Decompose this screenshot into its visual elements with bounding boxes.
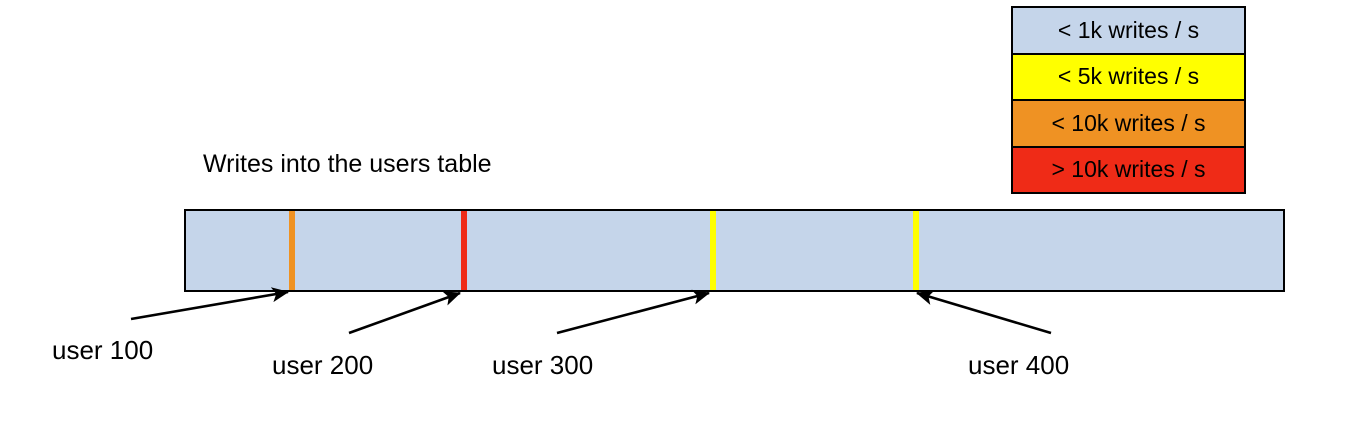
hotspot-stripe-user-100 [289, 211, 295, 290]
legend-row-low: < 1k writes / s [1013, 8, 1244, 55]
write-rate-legend: < 1k writes / s < 5k writes / s < 10k wr… [1011, 6, 1246, 194]
annotation-arrow-user-300 [556, 289, 711, 335]
annotation-arrow-user-400 [916, 290, 1052, 335]
annotation-label-user-200: user 200 [272, 350, 374, 380]
chart-title: Writes into the users table [203, 150, 492, 178]
annotation-arrow-user-100 [130, 287, 290, 321]
legend-label-high: < 10k writes / s [1051, 109, 1206, 136]
annotation-label-user-400: user 400 [968, 350, 1070, 380]
hotspot-stripe-user-400 [913, 211, 919, 290]
hotspot-stripe-user-300 [710, 211, 716, 290]
annotation-label-user-300: user 300 [492, 350, 594, 380]
legend-label-low: < 1k writes / s [1057, 16, 1200, 43]
legend-row-high: < 10k writes / s [1013, 101, 1244, 148]
legend-label-medium: < 5k writes / s [1057, 63, 1200, 90]
annotation-arrow-user-200 [348, 291, 461, 335]
legend-row-critical: > 10k writes / s [1013, 147, 1244, 192]
legend-label-critical: > 10k writes / s [1051, 156, 1206, 183]
users-table-band [184, 209, 1285, 292]
legend-row-medium: < 5k writes / s [1013, 54, 1244, 101]
annotation-label-user-100: user 100 [52, 335, 154, 365]
hotspot-stripe-user-200 [461, 211, 467, 290]
